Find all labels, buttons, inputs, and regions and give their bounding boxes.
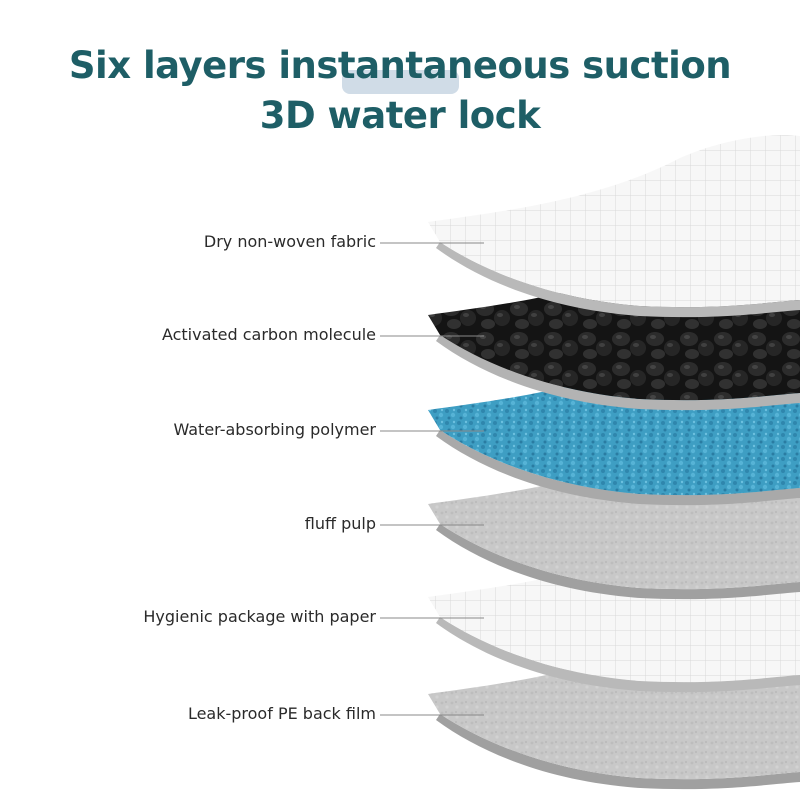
layer-label-4: fluff pulp <box>304 514 376 533</box>
title-highlight <box>342 70 459 94</box>
layer-label-3: Water-absorbing polymer <box>173 420 376 439</box>
layer-edge-6 <box>436 714 800 790</box>
title-line-2: 3D water lock <box>259 94 541 137</box>
layer-label-1: Dry non-woven fabric <box>203 232 376 251</box>
title-line-1: Six layers instantaneous suction <box>68 44 732 87</box>
layer-edge-5 <box>436 617 800 693</box>
layer-sheet-1 <box>428 134 800 308</box>
layer-edge-3 <box>436 430 800 506</box>
layer-edge-1 <box>436 242 800 318</box>
layer-label-5: Hygienic package with paper <box>143 607 376 626</box>
layer-edge-4 <box>436 524 800 600</box>
layer-label-6: Leak-proof PE back film <box>187 704 376 723</box>
layer-label-2: Activated carbon molecule <box>161 325 376 344</box>
layer-edge-2 <box>436 335 800 411</box>
